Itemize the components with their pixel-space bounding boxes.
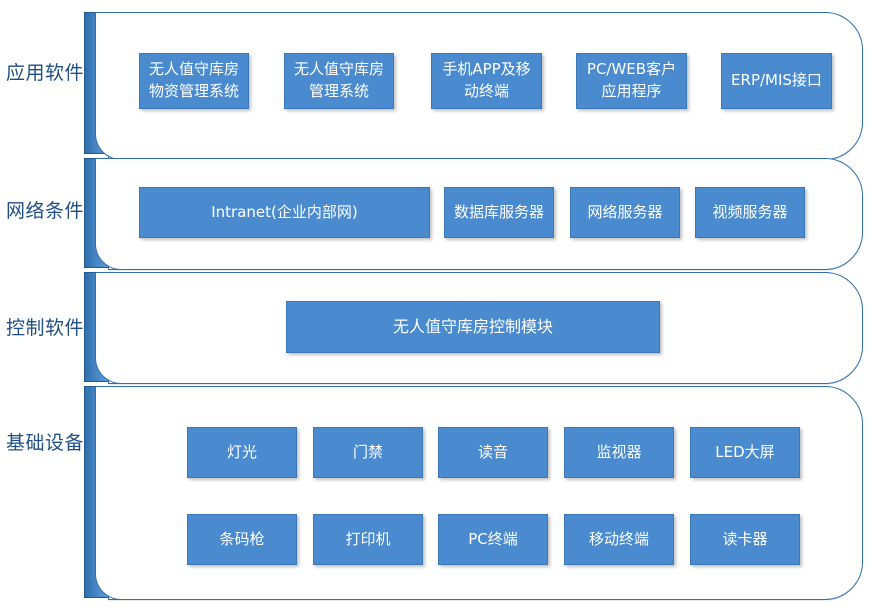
app-block-erp-mis-interface: ERP/MIS接口 bbox=[721, 53, 832, 109]
layer-label-application: 应用软件 bbox=[5, 62, 84, 84]
layer-label-hardware: 基础设备 bbox=[5, 432, 84, 454]
network-block-video-server: 视频服务器 bbox=[695, 187, 805, 238]
layer-label-control: 控制软件 bbox=[5, 317, 84, 339]
device-block-printer: 打印机 bbox=[313, 514, 423, 565]
layer-label-network: 网络条件 bbox=[5, 200, 84, 222]
device-block-lighting: 灯光 bbox=[187, 427, 297, 478]
device-block-mobile-terminal: 移动终端 bbox=[564, 514, 674, 565]
device-block-pc-terminal: PC终端 bbox=[438, 514, 548, 565]
network-block-database-server: 数据库服务器 bbox=[444, 187, 554, 238]
device-block-card-reader: 读卡器 bbox=[690, 514, 800, 565]
layer-panel-hardware bbox=[95, 386, 863, 600]
app-block-warehouse-management: 无人值守库房 管理系统 bbox=[284, 53, 394, 109]
device-block-monitor: 监视器 bbox=[564, 427, 674, 478]
network-block-network-server: 网络服务器 bbox=[570, 187, 680, 238]
control-block-unmanned-module: 无人值守库房控制模块 bbox=[286, 301, 660, 353]
app-block-pc-web-client: PC/WEB客户 应用程序 bbox=[576, 53, 687, 109]
device-block-audio: 读音 bbox=[438, 427, 548, 478]
device-block-led-screen: LED大屏 bbox=[690, 427, 800, 478]
device-block-barcode-scanner: 条码枪 bbox=[187, 514, 297, 565]
network-block-intranet: Intranet(企业内部网) bbox=[139, 187, 430, 238]
device-block-access-control: 门禁 bbox=[313, 427, 423, 478]
app-block-mobile-app: 手机APP及移 动终端 bbox=[431, 53, 542, 109]
app-block-material-management: 无人值守库房 物资管理系统 bbox=[139, 53, 249, 109]
